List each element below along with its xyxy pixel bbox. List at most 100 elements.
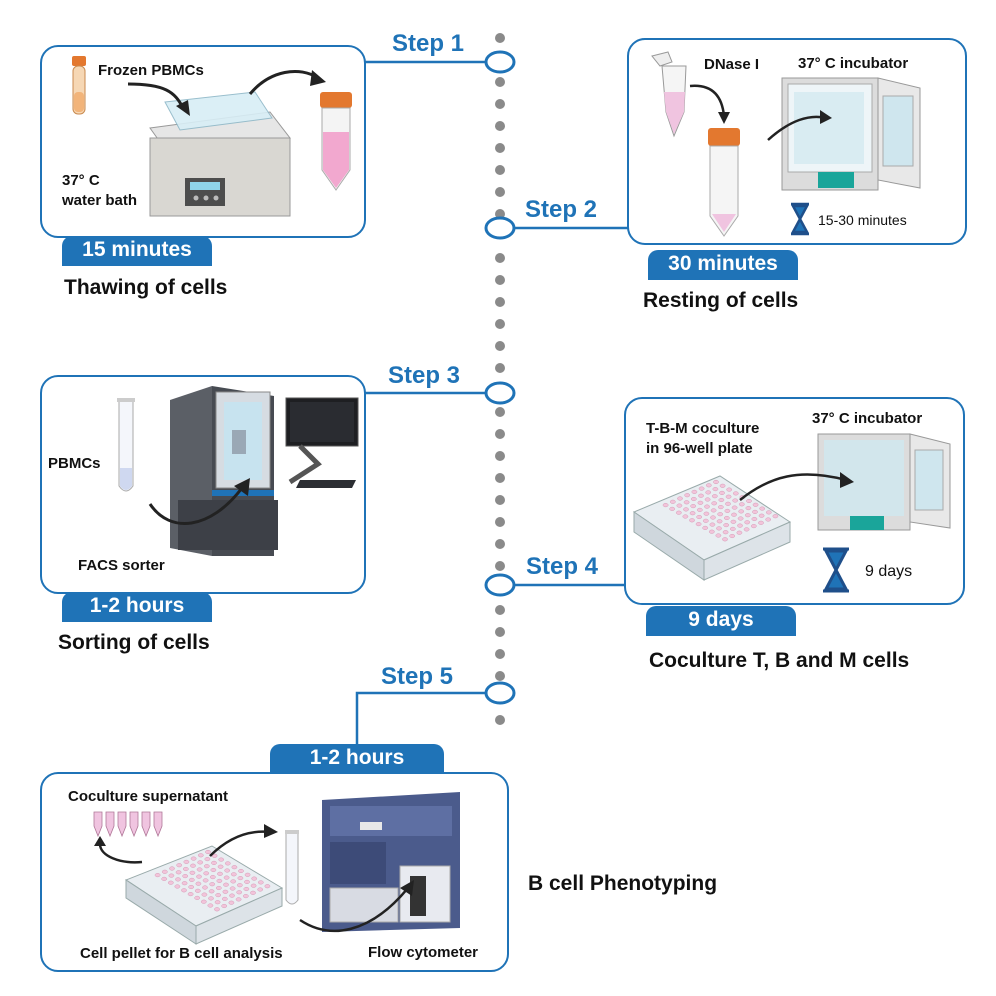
well [746,498,752,504]
well [238,868,244,874]
timeline-dot [495,363,505,373]
step4-duration-badge: 9 days [646,606,796,636]
well [242,894,249,899]
timeline-dot [495,341,505,351]
arrow-icon [739,473,847,501]
step5-caption: B cell Phenotyping [528,872,718,895]
well [214,907,220,912]
step2-label: Step 2 [525,196,598,223]
well [207,903,214,908]
well [228,900,235,905]
well [696,514,703,520]
well [724,508,731,513]
timeline-dot [495,319,505,329]
step1-label: Step 1 [392,30,465,57]
well [705,483,712,488]
well [215,893,222,898]
well [713,479,719,485]
step4-incubator-label: 37° C incubator [812,410,923,427]
well [690,496,697,502]
well [722,537,728,542]
well [698,493,704,498]
well [182,866,189,872]
well [716,519,723,524]
well [709,522,716,527]
well [244,872,251,877]
well [718,497,725,503]
step5-node-icon [484,681,516,705]
step3-caption: Sorting of cells [58,631,210,654]
step5-connector [355,691,486,752]
well [223,875,230,880]
microtube-icon [651,51,687,138]
well [257,887,264,892]
test-tube-icon [117,398,135,492]
timeline-dot [495,275,505,285]
timeline-dot [495,561,505,571]
step5-label: Step 5 [381,663,454,690]
hourglass-icon [790,202,810,236]
well [737,516,744,521]
well [716,526,722,531]
timeline-dot [495,605,505,615]
well [214,900,221,905]
step1-node-icon [484,50,516,74]
hourglass-icon [823,547,849,593]
well [752,502,759,507]
well [765,510,772,515]
well [729,526,736,531]
timeline-dot [495,715,505,725]
well [708,529,715,534]
well [224,861,231,866]
well [717,512,724,517]
well [765,517,772,522]
well [732,491,739,496]
well [236,890,243,895]
facs-sorter-label: FACS sorter [78,557,165,574]
well [217,864,224,869]
well [197,860,204,865]
well [725,501,731,506]
flow-cytometer-icon [322,792,460,932]
well [772,514,779,519]
well [676,503,683,508]
supernatant-tube [117,811,127,838]
well [211,853,218,858]
well [218,857,225,862]
well [675,510,682,515]
timeline-dot [495,517,505,527]
arrow-icon [148,487,244,525]
step3-label: Step 3 [388,362,461,389]
well [229,886,236,891]
test-tube-icon [285,830,299,905]
well [743,527,750,532]
well [712,487,719,492]
well [200,899,207,904]
well [244,879,250,884]
well-plate-icon [124,845,284,945]
well [257,880,264,885]
well [736,530,743,535]
coculture-label-line2: in 96-well plate [646,440,753,457]
well [181,888,187,893]
well [209,875,216,880]
well [196,867,203,872]
well [731,512,737,517]
incubator-label: 37° C incubator [798,55,909,72]
well [194,888,201,893]
step2-duration-badge: 30 minutes [648,250,798,280]
well [189,870,196,875]
well [758,513,765,518]
well [203,871,210,876]
well [669,499,676,504]
well [208,896,214,901]
well [223,882,229,887]
flow-cytometer-label: Flow cytometer [368,944,479,961]
well [187,892,194,897]
well [703,511,710,516]
step4-label: Step 4 [526,553,599,580]
